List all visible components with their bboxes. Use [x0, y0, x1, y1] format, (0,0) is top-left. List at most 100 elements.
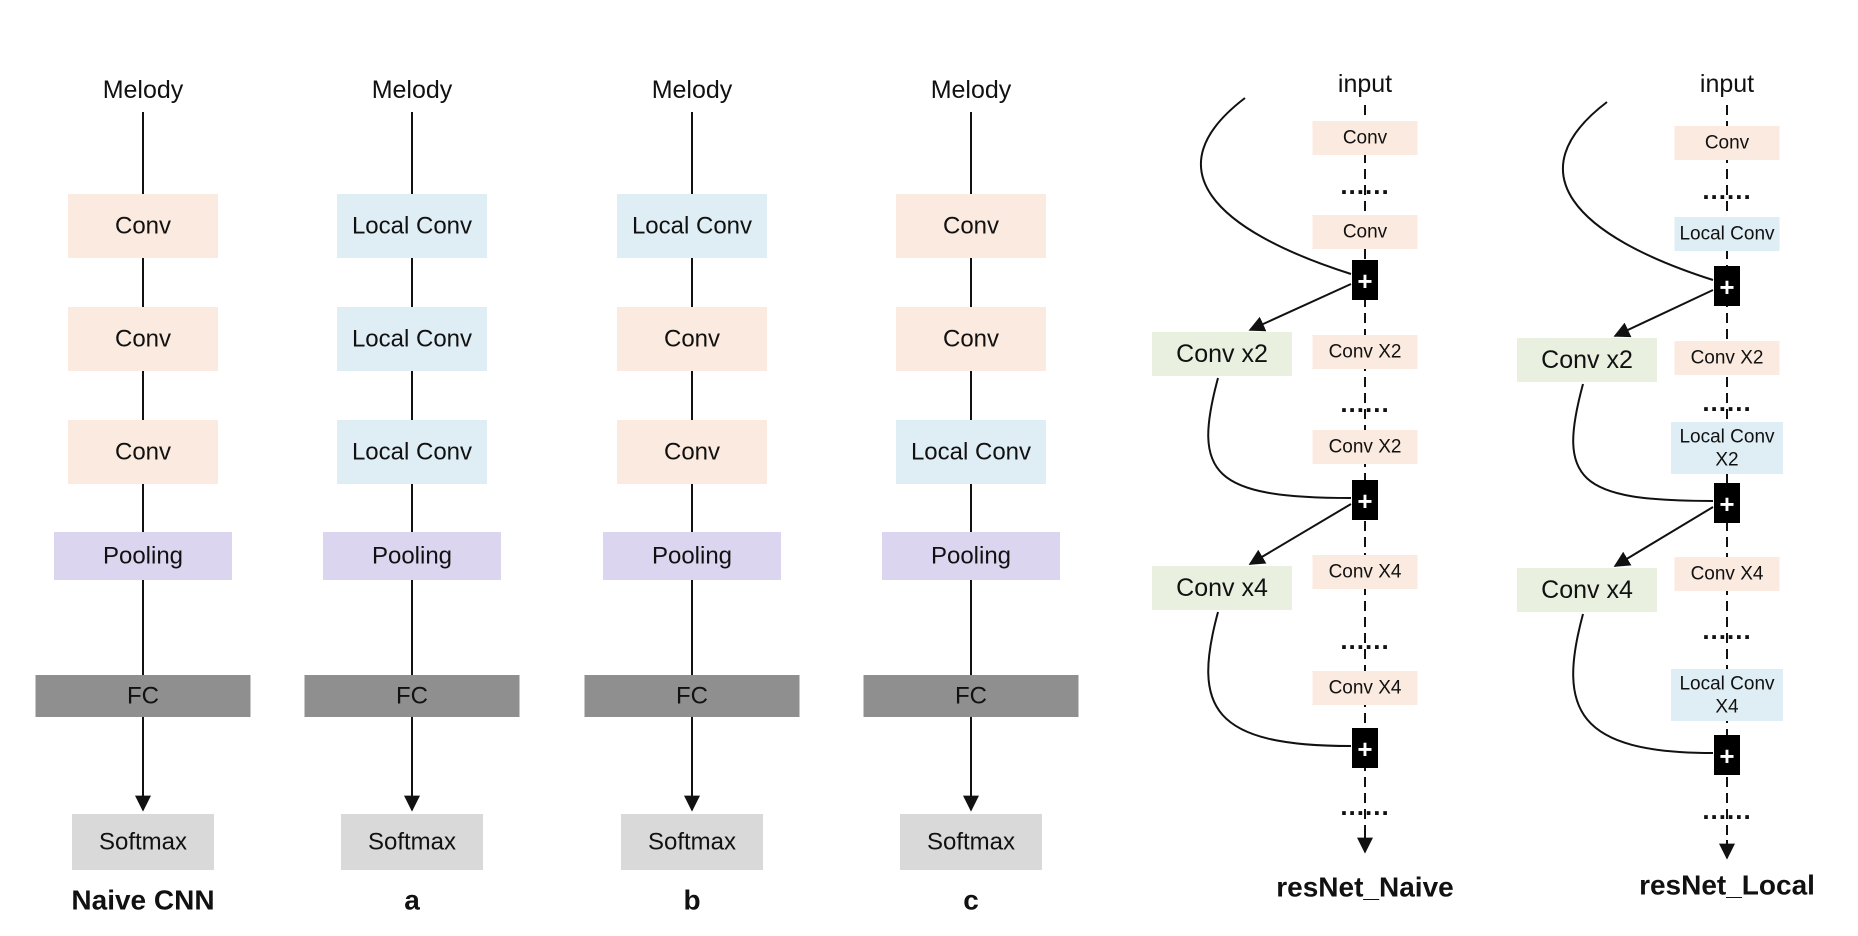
branch-curve: [1207, 377, 1352, 499]
plus-node: [1352, 480, 1378, 520]
branch-label: Conv x4: [1176, 574, 1268, 602]
branch-label: Conv x2: [1541, 346, 1633, 374]
branch-curve: [1572, 383, 1714, 502]
plus-node: [1352, 728, 1378, 768]
local-conv-block: [337, 194, 487, 258]
ellipsis: ......: [1340, 791, 1389, 821]
stage-last-label: Local Conv: [1679, 427, 1775, 448]
conv-label: Conv: [115, 213, 171, 240]
pooling-block: [323, 532, 501, 580]
softmax-label: Softmax: [927, 829, 1015, 856]
ellipsis: ......: [1340, 625, 1389, 655]
pooling-label: Pooling: [372, 543, 452, 570]
branch-label: Conv x2: [1176, 340, 1268, 368]
pooling-label: Pooling: [103, 543, 183, 570]
stage-last-block: [1312, 671, 1418, 705]
model-caption: a: [404, 885, 420, 916]
fc-block: [584, 675, 800, 717]
stage-first-label: Conv: [1343, 128, 1388, 149]
plus-label: +: [1719, 741, 1734, 771]
model-caption: Naive CNN: [71, 885, 214, 916]
conv-label: Conv: [115, 326, 171, 353]
plus-node: [1714, 483, 1740, 523]
plus-label: +: [1357, 486, 1372, 516]
pooling-block: [603, 532, 781, 580]
branch-arrow: [1248, 283, 1352, 332]
stage-last-label: Local Conv: [1679, 674, 1775, 695]
branch-label: Conv x4: [1541, 576, 1633, 604]
fc-label: FC: [127, 683, 159, 710]
local-conv-block: [337, 307, 487, 371]
softmax-label: Softmax: [368, 829, 456, 856]
ellipsis: ......: [1702, 387, 1751, 417]
branch-block: [1517, 568, 1657, 612]
softmax-block: [341, 814, 483, 870]
stage-last-label: Conv X4: [1329, 678, 1402, 699]
ellipsis: ......: [1702, 615, 1751, 645]
model-caption: resNet_Local: [1639, 870, 1815, 901]
ellipsis: ......: [1702, 795, 1751, 825]
stage-last-label: Local Conv: [1679, 224, 1775, 245]
conv-block: [68, 194, 218, 258]
softmax-block: [621, 814, 763, 870]
input-label: Melody: [103, 76, 184, 104]
conv-block: [68, 307, 218, 371]
branch-block: [1517, 338, 1657, 382]
stage-first-label: Conv X2: [1329, 342, 1402, 363]
conv-label: Conv: [664, 326, 720, 353]
input-label: Melody: [372, 76, 453, 104]
pooling-label: Pooling: [652, 543, 732, 570]
input-label: input: [1338, 70, 1392, 98]
local-conv-label: Local Conv: [352, 439, 472, 466]
plus-node: [1352, 260, 1378, 300]
local-conv-label: Local Conv: [911, 439, 1031, 466]
stage-last-block: [1674, 217, 1780, 251]
input-label: input: [1700, 70, 1754, 98]
branch-block: [1152, 566, 1292, 610]
pooling-label: Pooling: [931, 543, 1011, 570]
local-conv-block: [337, 420, 487, 484]
fc-block: [863, 675, 1079, 717]
stage-last-label: Conv: [1343, 222, 1388, 243]
conv-label: Conv: [943, 213, 999, 240]
stage-last-block: [1671, 669, 1783, 721]
stage-first-block: [1674, 126, 1780, 160]
stage-first-label: Conv X4: [1329, 562, 1402, 583]
branch-arrow: [1613, 506, 1714, 567]
model-caption: c: [963, 885, 979, 916]
stage-last-label: X4: [1715, 697, 1739, 718]
fc-label: FC: [676, 683, 708, 710]
local-conv-label: Local Conv: [352, 326, 472, 353]
fc-label: FC: [955, 683, 987, 710]
skip-connection: [1561, 101, 1714, 281]
softmax-label: Softmax: [648, 829, 736, 856]
stage-last-block: [1312, 215, 1418, 249]
pooling-block: [882, 532, 1060, 580]
stage-first-label: Conv X2: [1691, 348, 1764, 369]
fc-label: FC: [396, 683, 428, 710]
branch-block: [1152, 332, 1292, 376]
conv-label: Conv: [115, 439, 171, 466]
stage-first-block: [1674, 341, 1780, 375]
plus-label: +: [1357, 266, 1372, 296]
softmax-block: [72, 814, 214, 870]
stage-first-label: Conv X4: [1691, 564, 1764, 585]
local-conv-block: [896, 420, 1046, 484]
conv-label: Conv: [664, 439, 720, 466]
conv-block: [617, 307, 767, 371]
local-conv-label: Local Conv: [632, 213, 752, 240]
ellipsis: ......: [1340, 388, 1389, 418]
local-conv-label: Local Conv: [352, 213, 472, 240]
stage-last-block: [1312, 430, 1418, 464]
ellipsis: ......: [1702, 175, 1751, 205]
softmax-label: Softmax: [99, 829, 187, 856]
stage-first-label: Conv: [1705, 133, 1750, 154]
stage-first-block: [1312, 555, 1418, 589]
stage-first-block: [1312, 121, 1418, 155]
conv-block: [896, 194, 1046, 258]
pooling-block: [54, 532, 232, 580]
stage-last-label: X2: [1715, 450, 1738, 471]
plus-label: +: [1357, 734, 1372, 764]
